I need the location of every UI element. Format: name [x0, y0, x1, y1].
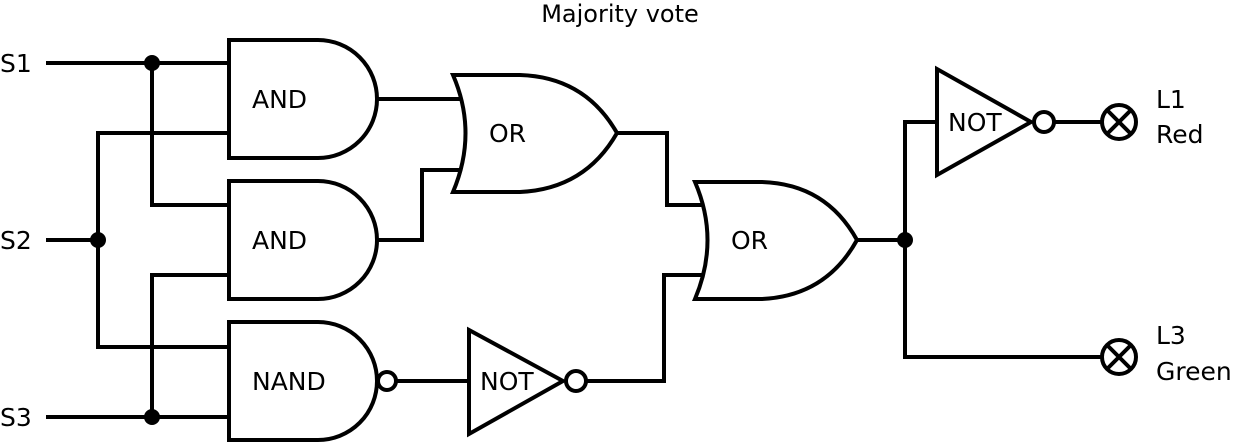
input-label-s3: S3 [0, 403, 32, 432]
gate-label-and2: AND [252, 226, 307, 255]
and-gate-shape [227, 38, 379, 160]
gate-and2: AND [227, 179, 379, 301]
wires [46, 61, 1104, 419]
wire-s2-branches [96, 131, 231, 349]
gate-or2: OR [691, 180, 860, 301]
output-lamp-l3: L3 Green [1100, 321, 1232, 386]
diagram-title: Majority vote [541, 0, 699, 28]
or-gate-shape [449, 73, 620, 194]
or-gate-shape [691, 180, 860, 301]
junction-dot-s3 [144, 409, 160, 425]
output-color-l3: Green [1156, 357, 1232, 386]
gate-or1: OR [449, 73, 620, 194]
output-label-l3: L3 [1156, 321, 1186, 350]
lamp-icon [1100, 338, 1138, 376]
gate-nand1: NAND [227, 320, 398, 442]
gate-label-not2: NOT [948, 108, 1002, 137]
wire-and2-or1 [374, 168, 462, 242]
not-gate-shape [935, 65, 1036, 179]
not-gate-shape [467, 326, 568, 438]
output-lamp-l1: L1 Red [1100, 85, 1204, 149]
junction-dot-s1 [144, 55, 160, 71]
wire-to-l3 [903, 238, 1104, 359]
inversion-bubble [376, 370, 398, 392]
input-label-s2: S2 [0, 226, 32, 255]
gate-not2: NOT [935, 65, 1056, 179]
wire-to-not2 [903, 120, 939, 242]
inversion-bubble [1032, 110, 1056, 134]
gate-label-or1: OR [489, 119, 526, 148]
output-label-l1: L1 [1156, 85, 1186, 114]
gate-label-nand1: NAND [252, 367, 326, 396]
wire-s3-and2 [150, 273, 231, 419]
input-label-s1: S1 [0, 49, 32, 78]
inversion-bubble [564, 369, 588, 393]
output-color-l1: Red [1156, 120, 1204, 149]
wire-or1-or2 [615, 131, 704, 207]
gate-not1: NOT [467, 326, 588, 438]
wire-not1-or2 [582, 273, 704, 383]
gate-label-and1: AND [252, 85, 307, 114]
wire-s1-and2 [150, 61, 231, 207]
junction-dot-s2 [90, 232, 106, 248]
gate-and1: AND [227, 38, 379, 160]
lamp-icon [1100, 103, 1138, 141]
and-gate-shape [227, 179, 379, 301]
junction-dot-output [897, 232, 913, 248]
gate-label-not1: NOT [480, 367, 534, 396]
gate-label-or2: OR [731, 226, 768, 255]
